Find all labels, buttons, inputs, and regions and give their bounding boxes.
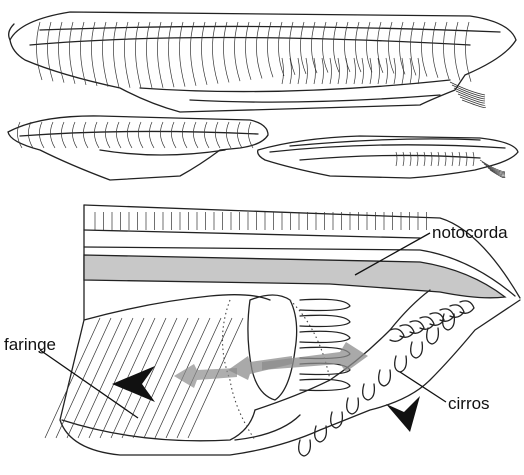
cirrus-curl xyxy=(450,305,464,317)
cirrus-line xyxy=(454,88,485,99)
cirrus-curl xyxy=(347,398,359,414)
velar-tentacle xyxy=(300,299,350,310)
cirrus-curl xyxy=(410,321,424,333)
cirrus-curl xyxy=(427,328,439,344)
cirrus-curl xyxy=(379,370,391,386)
cirrus-curl xyxy=(420,317,434,329)
dorsal-fin-rays xyxy=(95,212,427,230)
lancelet-large-drawing xyxy=(9,12,516,112)
cirrus-curl xyxy=(440,309,454,321)
gill-bar-line xyxy=(78,318,133,438)
water-flow-arrow-gray-1 xyxy=(262,342,368,372)
label-notocorda: notocorda xyxy=(432,223,508,242)
cirrus-line xyxy=(462,100,485,108)
cirrus-curl xyxy=(411,342,423,358)
anterior-section-drawing xyxy=(45,205,520,456)
water-flow-arrow-dark-pharynx xyxy=(112,366,155,402)
notochord xyxy=(84,255,505,298)
gill-bar-line xyxy=(56,318,111,438)
cirrus-curl xyxy=(460,301,474,313)
cirrus-curl xyxy=(400,325,414,337)
label-cirros: cirros xyxy=(448,394,490,413)
cirrus-curl xyxy=(363,384,375,400)
cirrus-curl xyxy=(331,412,343,428)
velar-tentacle xyxy=(300,379,350,390)
cirros-leader-line xyxy=(400,372,446,402)
gill-bar-line xyxy=(67,318,122,438)
label-faringe: faringe xyxy=(4,335,56,354)
water-flow-arrow-dark-cirri xyxy=(386,396,420,432)
velar-tentacle xyxy=(300,331,350,342)
velar-tentacles xyxy=(300,299,350,390)
lancelet-small-left-drawing xyxy=(8,116,268,180)
water-flow-arrow-gray-3 xyxy=(174,364,237,388)
cirrus-curl xyxy=(395,356,407,372)
cirrus-curl xyxy=(390,329,404,341)
lancelet-small-right-drawing xyxy=(258,136,518,178)
buccal-cirri xyxy=(299,301,474,456)
cirrus-curl xyxy=(299,440,311,456)
cirrus-curl xyxy=(430,313,444,325)
